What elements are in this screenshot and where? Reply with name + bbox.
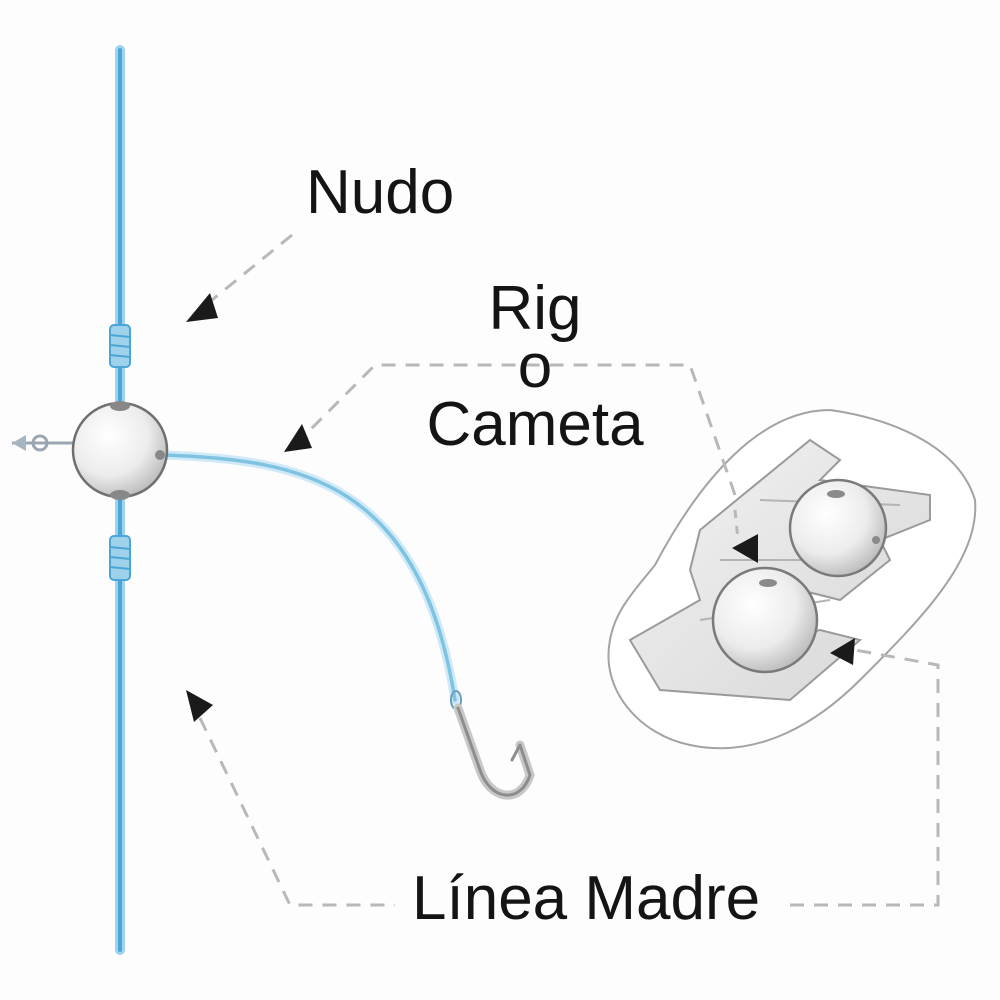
leader-main-line xyxy=(198,648,940,907)
arrow-head-icon xyxy=(186,293,218,322)
leader-knot xyxy=(211,233,293,302)
rig-label: Rig o Cameta xyxy=(420,274,650,459)
knot-upper xyxy=(109,324,131,368)
knot-label: Nudo xyxy=(306,158,455,227)
arrow-head-icon xyxy=(732,534,758,563)
arrow-head-icon xyxy=(830,638,855,665)
rig-line xyxy=(160,450,460,705)
rig-clip-icon xyxy=(607,408,977,750)
leader-rig xyxy=(303,363,740,541)
rig-label-line-3: Cameta xyxy=(426,390,644,459)
arrow-head-icon xyxy=(284,424,312,452)
swivel-icon xyxy=(12,434,75,452)
knot-lower xyxy=(109,535,131,581)
hook-icon xyxy=(450,690,535,800)
rig-label-line-2: o xyxy=(517,332,553,401)
arrow-head-icon xyxy=(186,690,213,722)
bead-icon xyxy=(71,401,169,500)
main-line-label: Línea Madre xyxy=(412,864,761,933)
rig-label-line-1: Rig xyxy=(488,274,582,343)
